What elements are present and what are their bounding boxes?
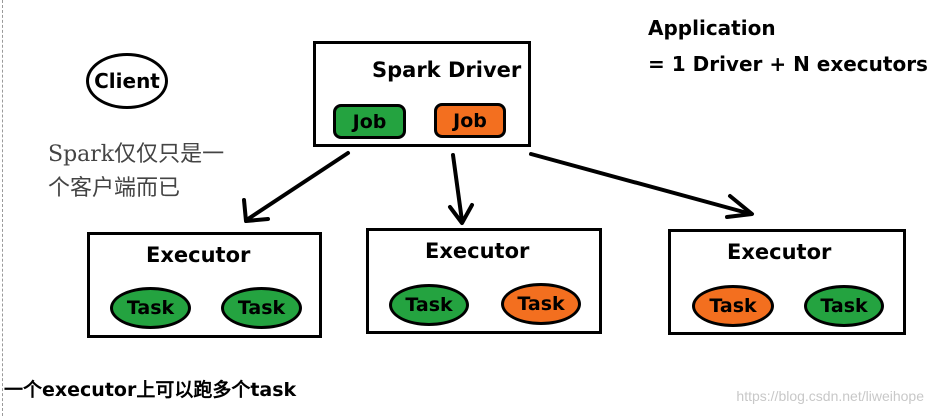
executor-3-task-2: Task <box>804 285 884 327</box>
left-edge-guide <box>2 0 4 416</box>
arrow-head-3 <box>725 194 754 219</box>
arrow-driver-to-executor-1 <box>246 151 350 221</box>
driver-job-2: Job <box>434 103 506 138</box>
executor-2-task-1: Task <box>389 284 469 326</box>
application-formula: = 1 Driver + N executors <box>648 52 928 76</box>
client-node: Client <box>86 53 168 109</box>
watermark-text: https://blog.csdn.net/liweihope <box>736 388 924 404</box>
executor-3-task-1: Task <box>692 285 774 327</box>
executor-3-title: Executor <box>727 240 832 264</box>
executor-1-title: Executor <box>146 243 251 267</box>
note-line-1: Spark仅仅只是一 <box>48 142 225 167</box>
note-line-2: 个客户端而已 <box>48 176 181 201</box>
driver-job-1: Job <box>333 104 406 139</box>
arrow-driver-to-executor-3 <box>529 152 753 216</box>
executor-box-2: Executor Task Task <box>366 228 602 334</box>
arrow-head-1 <box>242 198 270 223</box>
executor-1-task-1: Task <box>110 287 191 329</box>
executor-2-title: Executor <box>425 239 530 263</box>
application-title: Application <box>648 16 776 40</box>
client-note: Spark仅仅只是一 个客户端而已 <box>48 138 260 206</box>
footer-note: 一个executor上可以跑多个task <box>4 379 297 401</box>
client-label: Client <box>94 69 160 93</box>
spark-driver-box: Spark Driver Job Job <box>313 41 531 147</box>
executor-1-task-2: Task <box>221 287 302 329</box>
executor-2-task-2: Task <box>501 283 581 325</box>
spark-driver-title: Spark Driver <box>372 58 522 82</box>
arrow-head-2 <box>448 203 474 225</box>
executor-box-1: Executor Task Task <box>87 232 322 338</box>
arrow-driver-to-executor-2 <box>451 153 464 223</box>
executor-box-3: Executor Task Task <box>668 229 906 335</box>
